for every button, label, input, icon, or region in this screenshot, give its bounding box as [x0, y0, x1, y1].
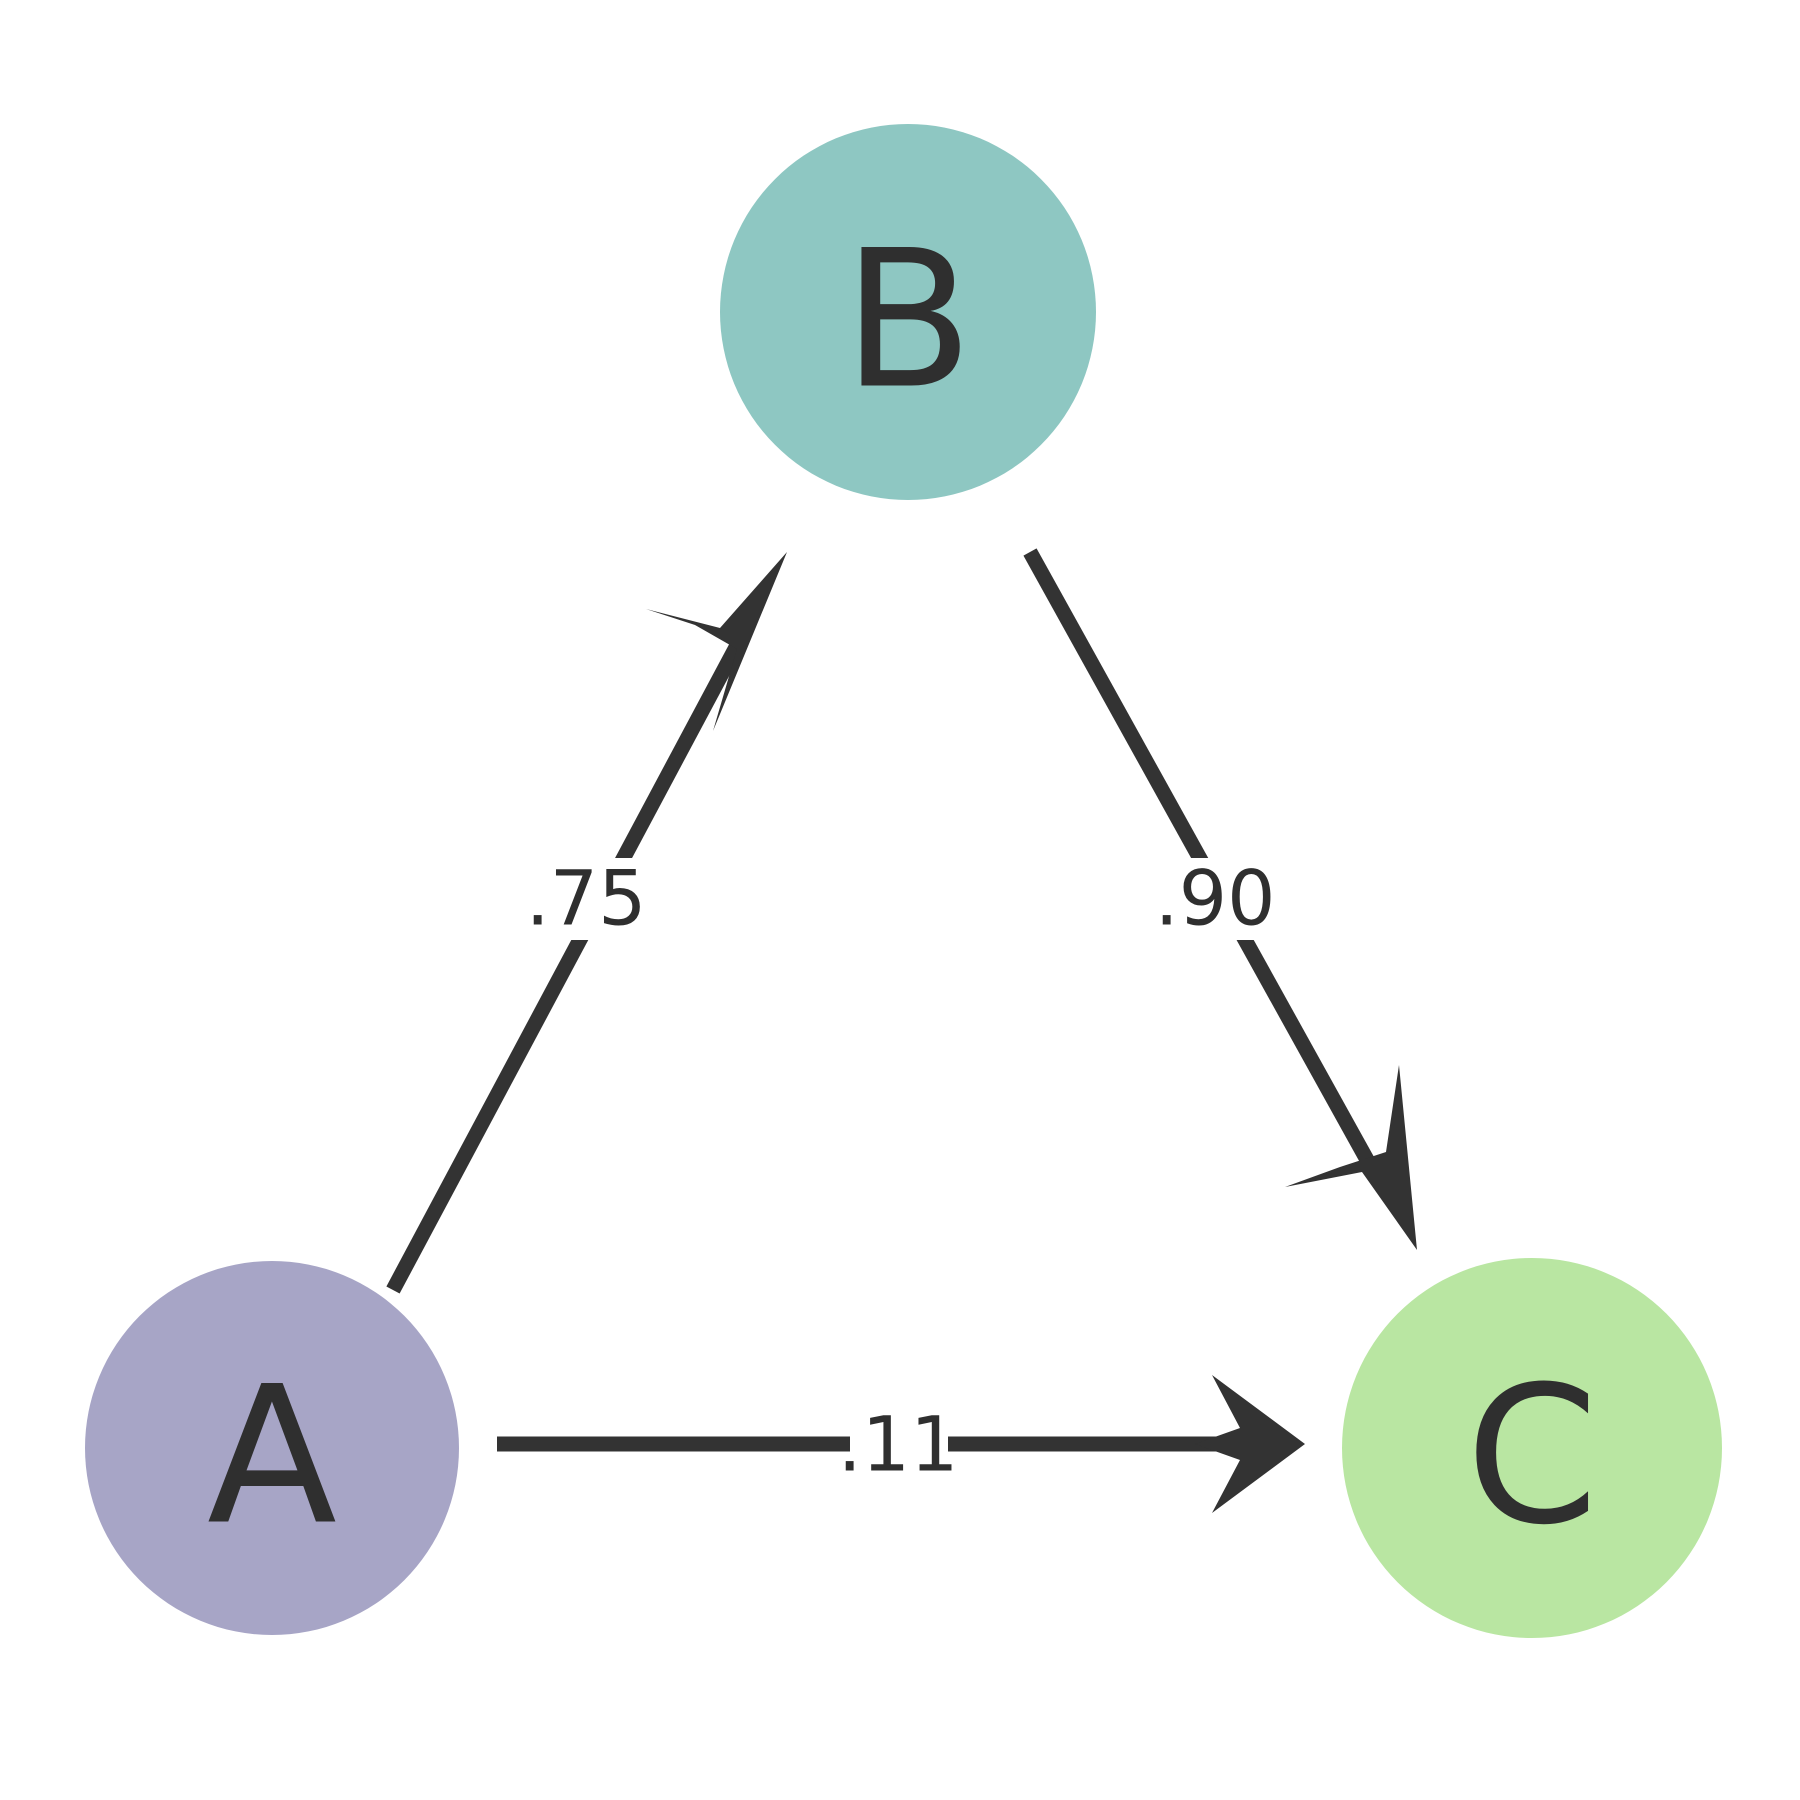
node-c-label: C	[1466, 1346, 1599, 1567]
node-c-circle[interactable]	[1342, 1258, 1722, 1638]
edge-a-to-b-arrowhead	[646, 552, 787, 731]
edge-label-ab-backdrop	[538, 858, 636, 940]
edge-label-a-to-b: .75	[526, 854, 647, 943]
edge-a-to-c-arrowhead	[1195, 1375, 1305, 1513]
edge-b-to-c-arrowhead	[1285, 1065, 1417, 1250]
node-c[interactable]: C	[1342, 1258, 1722, 1638]
nodes-layer: B A C	[85, 124, 1722, 1638]
edge-labels-layer: .75 .90 .11	[526, 854, 1276, 1489]
edge-label-a-to-c: .11	[838, 1400, 959, 1489]
node-b[interactable]: B	[720, 124, 1096, 500]
node-a[interactable]: A	[85, 1261, 459, 1635]
edge-label-b-to-c: .90	[1155, 854, 1276, 943]
edge-a-to-b[interactable]	[386, 552, 787, 1294]
edge-label-ac-backdrop	[850, 1404, 948, 1486]
edges-layer	[386, 548, 1417, 1513]
node-b-label: B	[843, 210, 973, 431]
edge-label-bc-backdrop	[1167, 858, 1265, 940]
edge-label-backdrops	[538, 858, 1265, 1486]
node-b-circle[interactable]	[720, 124, 1096, 500]
edge-a-to-b-line	[386, 632, 749, 1294]
node-a-circle[interactable]	[85, 1261, 459, 1635]
node-a-label: A	[207, 1346, 337, 1567]
